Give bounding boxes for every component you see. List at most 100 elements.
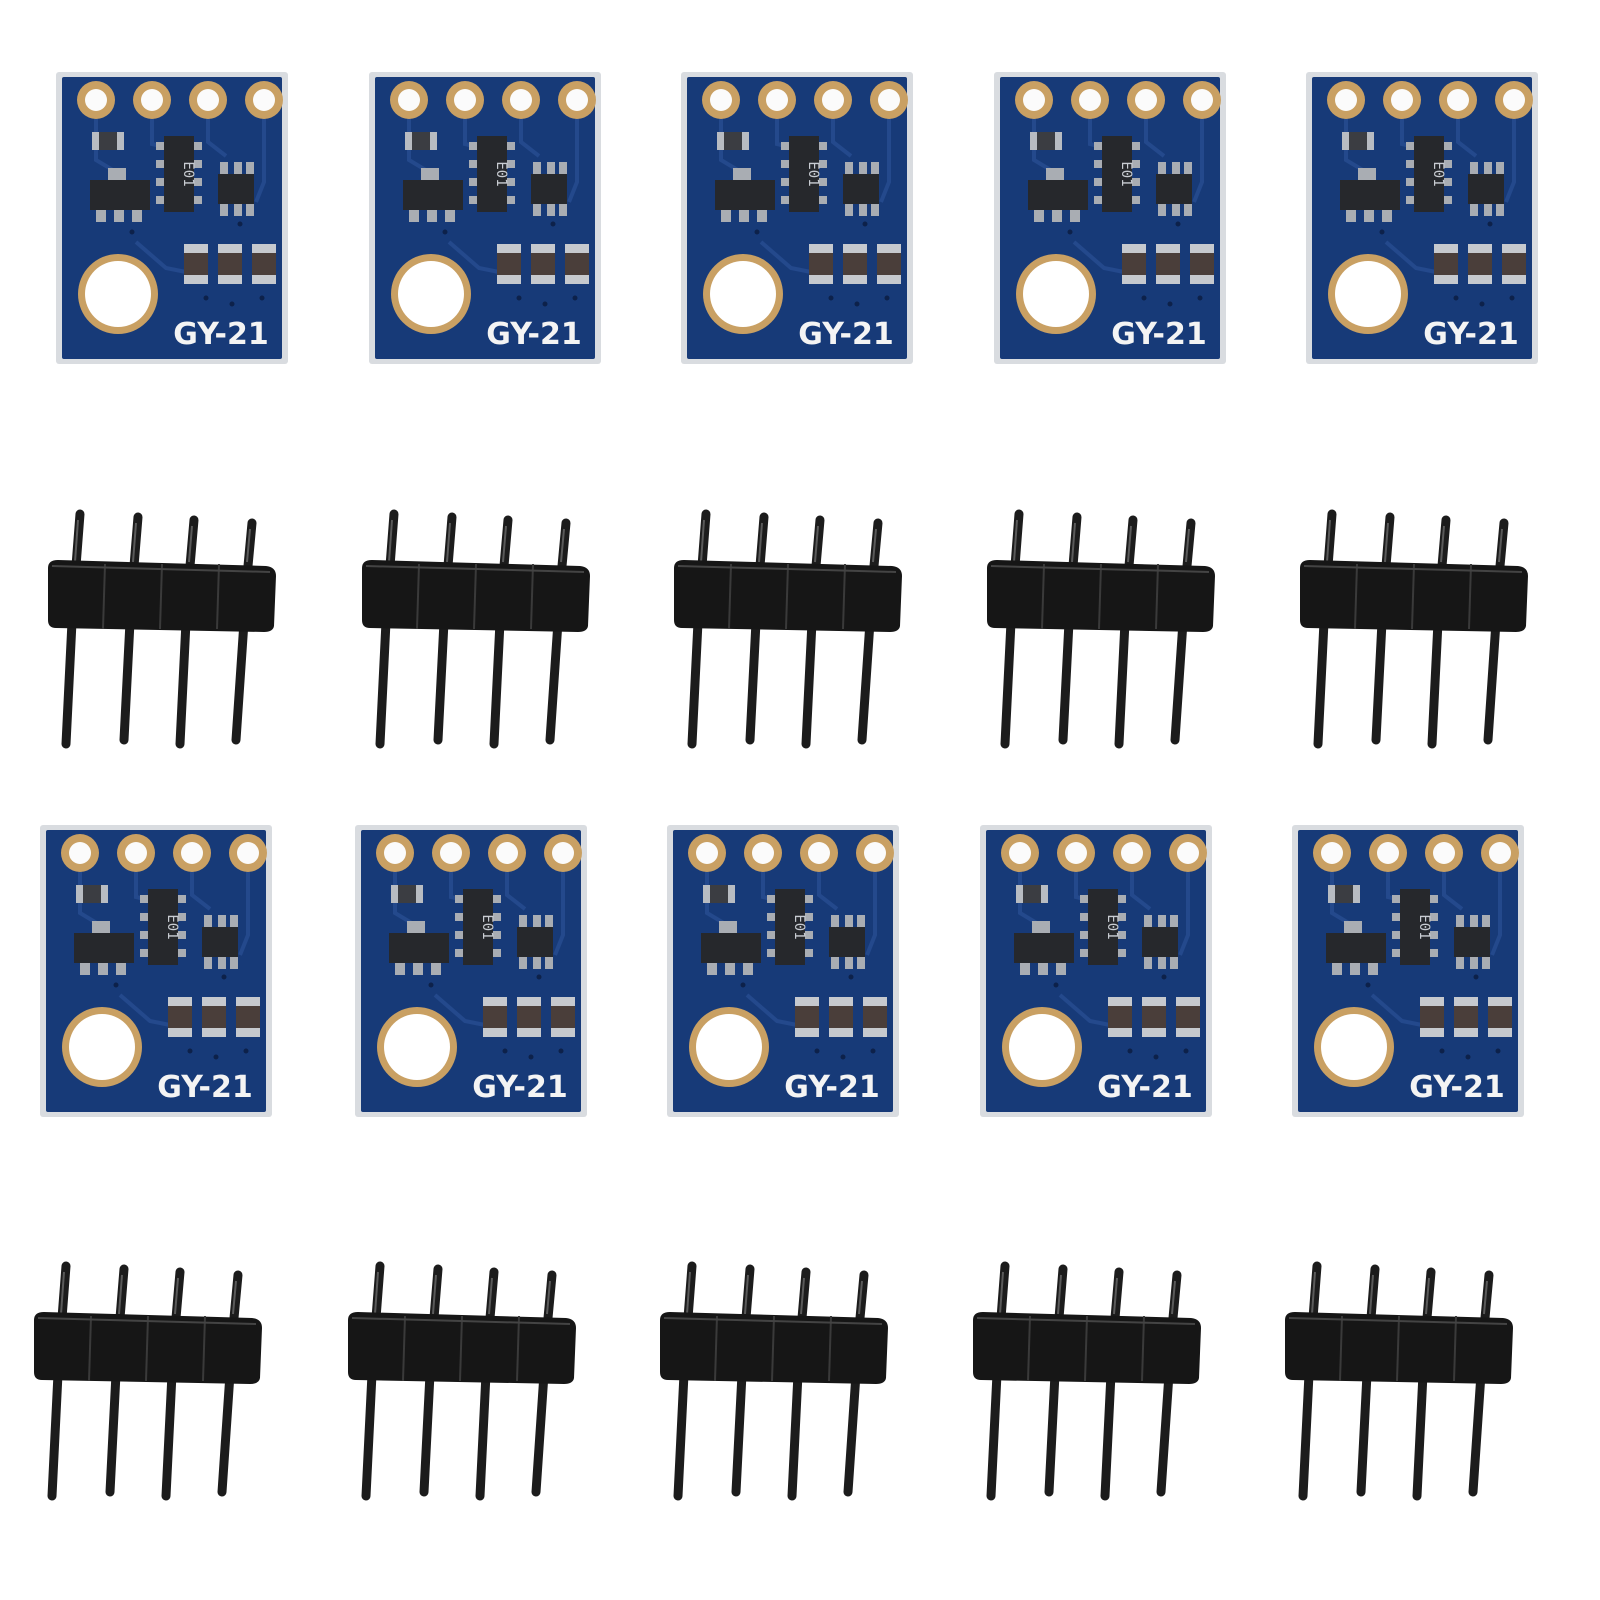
- chip-marking: E01: [479, 914, 495, 939]
- chip-marking: E01: [791, 914, 807, 939]
- pin-pad: [1169, 834, 1207, 872]
- resistor: [1454, 997, 1478, 1037]
- pin-pad: [1127, 81, 1165, 119]
- mounting-hole: [62, 1007, 142, 1087]
- resistor: [218, 244, 242, 284]
- pin-pad: [870, 81, 908, 119]
- header-pin: [731, 1264, 755, 1497]
- pin-pad: [1001, 834, 1039, 872]
- resistor: [565, 244, 589, 284]
- header-pin: [787, 1267, 811, 1501]
- sensor-chip: E01: [781, 136, 827, 212]
- header-pin: [1356, 1264, 1380, 1497]
- pin-pad: [390, 81, 428, 119]
- pin-pad: [376, 834, 414, 872]
- header-pin: [801, 515, 825, 749]
- mounting-hole: [689, 1007, 769, 1087]
- header-housing: [987, 560, 1215, 632]
- pin-header-10: [1281, 1256, 1517, 1506]
- resistor: [1176, 997, 1200, 1037]
- header-pin: [673, 1261, 697, 1501]
- mounting-hole: [1002, 1007, 1082, 1087]
- sensor-chip: E01: [767, 889, 813, 965]
- header-pin: [217, 1270, 243, 1497]
- pin-pad: [1183, 81, 1221, 119]
- header-pin: [1483, 518, 1509, 745]
- pin-header-7: [344, 1256, 580, 1506]
- pin-pad: [702, 81, 740, 119]
- header-pin: [105, 1264, 129, 1497]
- pin-pad: [1369, 834, 1407, 872]
- resistor: [1488, 997, 1512, 1037]
- header-pin: [986, 1261, 1010, 1501]
- header-pin: [475, 1267, 499, 1501]
- board-label: GY-21: [1097, 1070, 1192, 1105]
- pin-header-1: [44, 504, 280, 754]
- header-pin: [361, 1261, 385, 1501]
- resistor: [1434, 244, 1458, 284]
- header-housing: [973, 1312, 1201, 1384]
- pin-pad: [744, 834, 782, 872]
- resistor: [1190, 244, 1214, 284]
- resistor: [1142, 997, 1166, 1037]
- header-housing: [660, 1312, 888, 1384]
- header-housing: [348, 1312, 576, 1384]
- resistor: [531, 244, 555, 284]
- resistor: [517, 997, 541, 1037]
- header-housing: [1285, 1312, 1513, 1384]
- board-label: GY-21: [1409, 1070, 1504, 1105]
- header-pin: [119, 512, 143, 745]
- pin-pad: [245, 81, 283, 119]
- resistor: [795, 997, 819, 1037]
- header-housing: [48, 560, 276, 632]
- pin-pad: [1439, 81, 1477, 119]
- resistor: [863, 997, 887, 1037]
- resistor: [168, 997, 192, 1037]
- header-pin: [231, 518, 257, 745]
- board-label: GY-21: [173, 317, 268, 352]
- header-pin: [843, 1270, 869, 1497]
- header-pin: [375, 509, 399, 749]
- pin-pad: [1383, 81, 1421, 119]
- resistor: [551, 997, 575, 1037]
- header-pin: [545, 518, 571, 745]
- board-label: GY-21: [157, 1070, 252, 1105]
- header-pin: [857, 518, 883, 745]
- pin-pad: [133, 81, 171, 119]
- resistor: [497, 244, 521, 284]
- pin-header-3: [670, 504, 906, 754]
- pin-pad: [488, 834, 526, 872]
- header-pin: [1371, 512, 1395, 745]
- pin-pad: [1015, 81, 1053, 119]
- pin-pad: [1481, 834, 1519, 872]
- mounting-hole: [703, 254, 783, 334]
- pin-pad: [189, 81, 227, 119]
- resistor: [1502, 244, 1526, 284]
- header-pin: [1170, 518, 1196, 745]
- resistor: [236, 997, 260, 1037]
- header-pin: [419, 1264, 443, 1497]
- pin-pad: [814, 81, 852, 119]
- mounting-hole: [391, 254, 471, 334]
- header-pin: [61, 509, 85, 749]
- resistor: [202, 997, 226, 1037]
- resistor: [1156, 244, 1180, 284]
- pin-pad: [61, 834, 99, 872]
- sensor-chip: E01: [1080, 889, 1126, 965]
- pin-pad: [1313, 834, 1351, 872]
- resistor: [829, 997, 853, 1037]
- header-pin: [433, 512, 457, 745]
- header-pin: [161, 1267, 185, 1501]
- board-label: GY-21: [798, 317, 893, 352]
- header-pin: [175, 515, 199, 749]
- pin-pad: [173, 834, 211, 872]
- mounting-hole: [1016, 254, 1096, 334]
- sensor-chip: E01: [1406, 136, 1452, 212]
